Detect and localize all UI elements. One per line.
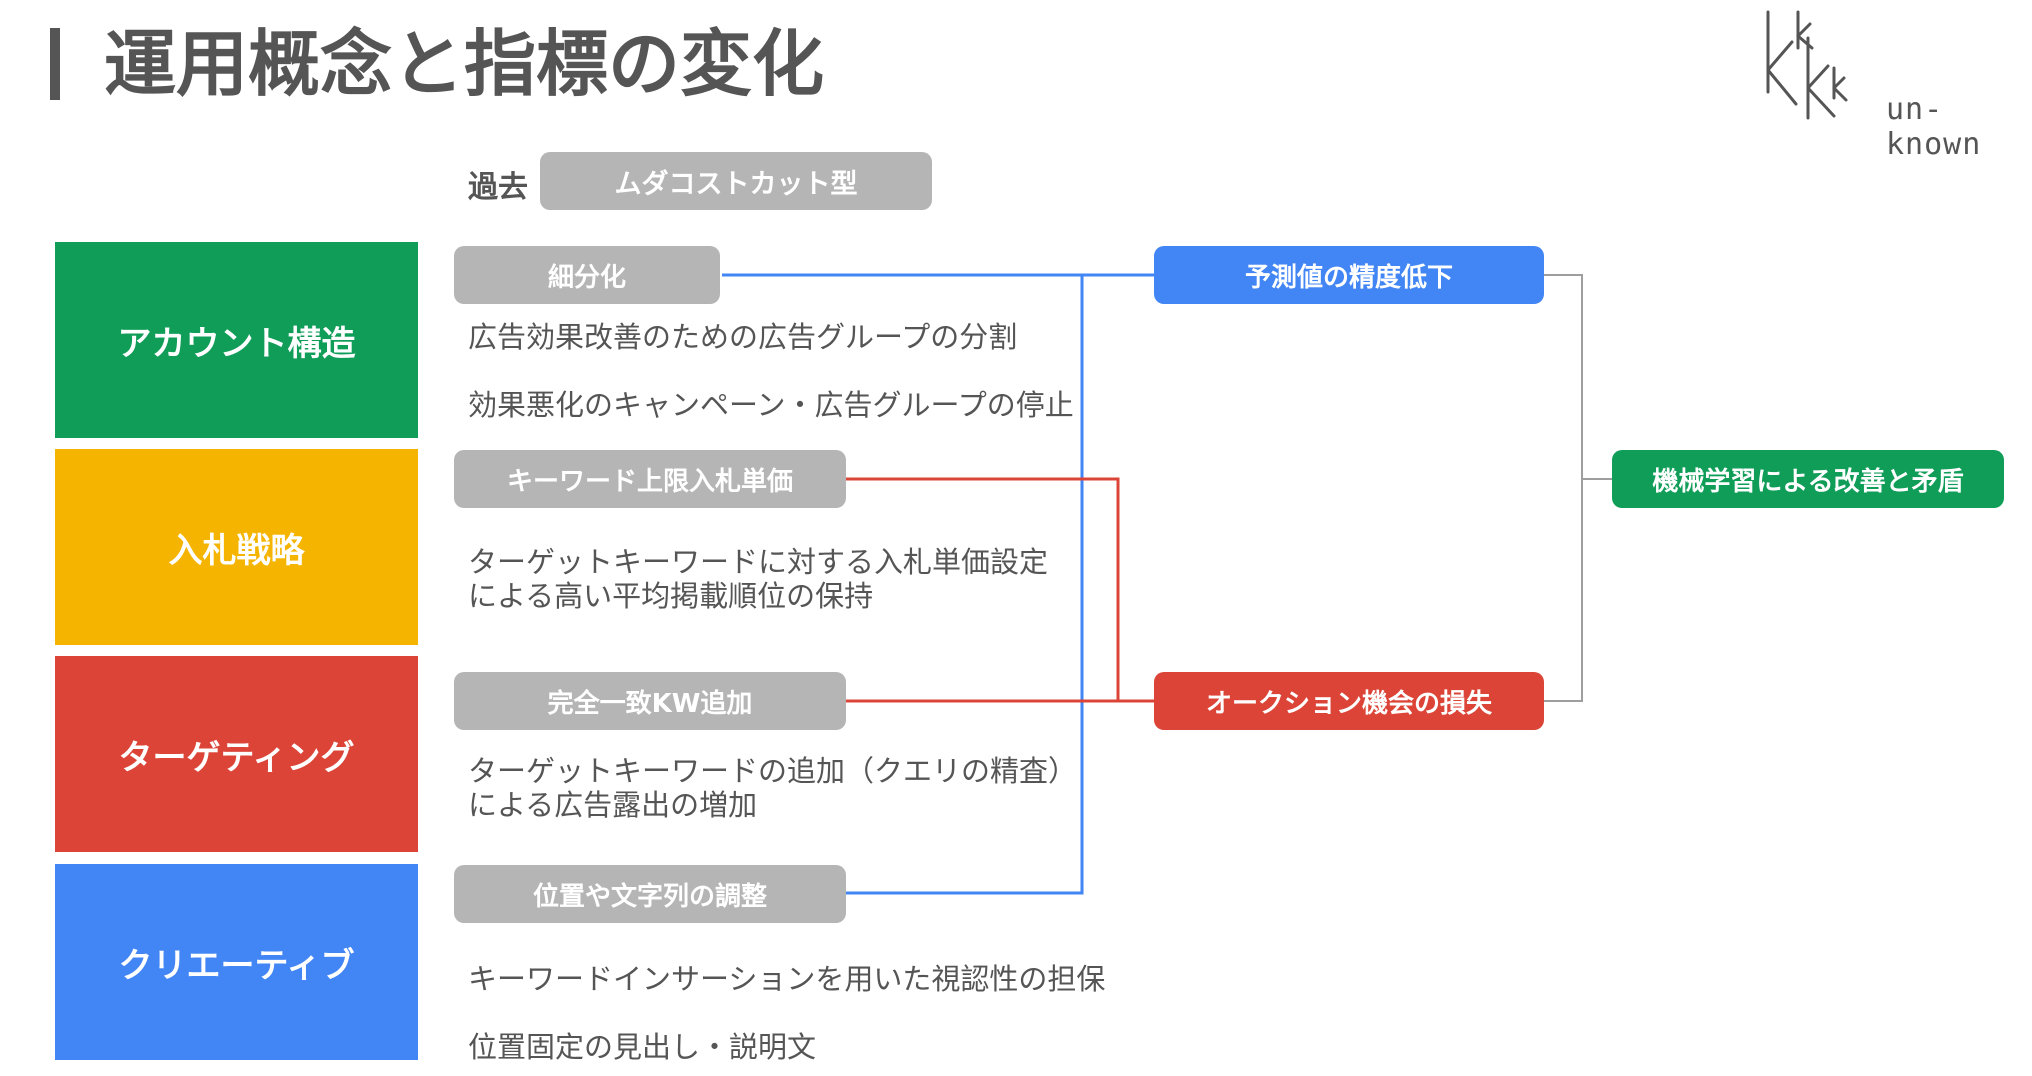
issue-auction-loss-pill: オークション機会の損失 bbox=[1154, 672, 1544, 730]
tactic-max-cpc-pill: キーワード上限入札単価 bbox=[454, 450, 846, 508]
line-issues-to-result bbox=[1544, 274, 1612, 702]
issue-label: オークション機会の損失 bbox=[1205, 688, 1492, 719]
issue-label: 予測値の精度低下 bbox=[1244, 262, 1453, 293]
category-bidding-strategy: 入札戦略 bbox=[55, 449, 418, 645]
tactic-description: ターゲットキーワードに対する入札単価設定 bbox=[468, 545, 1049, 579]
tactic-position-text-pill: 位置や文字列の調整 bbox=[454, 865, 846, 923]
category-creative: クリエーティブ bbox=[55, 864, 418, 1060]
category-label: アカウント構造 bbox=[117, 323, 356, 364]
title-accent-bar bbox=[50, 28, 60, 100]
tactic-label: キーワード上限入札単価 bbox=[506, 466, 793, 497]
line-bid-to-auction bbox=[846, 477, 1154, 703]
tactic-description: による広告露出の増加 bbox=[468, 788, 758, 822]
result-ml-conflict-pill: 機械学習による改善と矛盾 bbox=[1612, 450, 2004, 508]
tactic-segmentation-pill: 細分化 bbox=[454, 246, 720, 304]
tactic-label: 細分化 bbox=[547, 262, 626, 293]
tactic-description: キーワードインサーションを用いた視認性の担保 bbox=[468, 962, 1106, 996]
past-label: 過去 bbox=[468, 170, 528, 205]
page-title: 運用概念と指標の変化 bbox=[104, 22, 825, 106]
category-label: ターゲティング bbox=[118, 737, 355, 778]
line-creative-to-prediction bbox=[846, 275, 1084, 895]
category-targeting: ターゲティング bbox=[55, 656, 418, 852]
tactic-label: 完全一致KW追加 bbox=[547, 688, 753, 719]
past-type-text: ムダコストカット型 bbox=[614, 168, 858, 200]
category-account-structure: アカウント構造 bbox=[55, 242, 418, 438]
issue-prediction-accuracy-pill: 予測値の精度低下 bbox=[1154, 246, 1544, 304]
tactic-description: ターゲットキーワードの追加（クエリの精査） bbox=[468, 754, 1078, 788]
tactic-label: 位置や文字列の調整 bbox=[532, 881, 767, 912]
category-label: クリエーティブ bbox=[118, 945, 355, 986]
result-label: 機械学習による改善と矛盾 bbox=[1652, 466, 1964, 497]
logo-wordmark: un-known bbox=[1886, 92, 1982, 162]
tactic-description: 広告効果改善のための広告グループの分割 bbox=[468, 320, 1018, 354]
tactic-description: 位置固定の見出し・説明文 bbox=[468, 1030, 817, 1064]
tactic-exact-match-pill: 完全一致KW追加 bbox=[454, 672, 846, 730]
past-type-pill: ムダコストカット型 bbox=[540, 152, 932, 210]
kkk-logo-icon bbox=[1766, 10, 1848, 120]
tactic-description: による高い平均掲載順位の保持 bbox=[468, 579, 874, 613]
category-label: 入札戦略 bbox=[168, 530, 305, 571]
tactic-description: 効果悪化のキャンペーン・広告グループの停止 bbox=[468, 388, 1074, 422]
